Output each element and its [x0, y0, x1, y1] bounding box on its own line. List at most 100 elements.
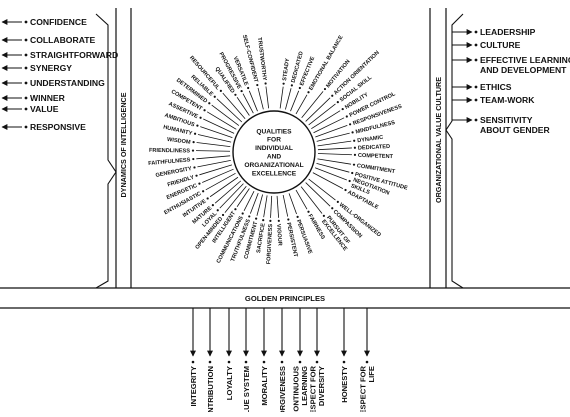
quality-persistent: PERSISTENT	[282, 194, 298, 258]
center-title-line: AND	[267, 154, 282, 161]
quality-label: STEADY	[282, 58, 291, 82]
quality-label-line: WISDOM	[167, 137, 192, 146]
principle-value-system: VALUE SYSTEM	[242, 308, 251, 417]
quality-dynamic: DYNAMIC	[317, 135, 384, 147]
left-item-label: STRAIGHTFORWARD	[30, 50, 118, 60]
quality-ray	[242, 93, 254, 114]
center-title-line: FOR	[267, 137, 281, 144]
principle-label: HONESTY	[340, 366, 349, 403]
quality-ray	[236, 97, 250, 116]
quality-label-line: FRIENDLINESS	[149, 148, 190, 155]
principle-label-line: MORALITY	[260, 366, 269, 406]
left-item-label: WINNER	[30, 93, 66, 103]
bullet-dot	[352, 163, 356, 166]
quality-ray	[224, 185, 247, 213]
quality-label: SACRIFICE	[256, 223, 267, 254]
bullet-dot	[331, 207, 334, 210]
quality-ray	[205, 172, 236, 191]
principle-label-line: LIFE	[367, 366, 376, 382]
quality-ambitious: AMBITIOUS	[164, 113, 233, 139]
principle-label-line: DIVERSITY	[317, 366, 326, 406]
bullet-dot	[203, 109, 206, 112]
center-title-line: QUALITIES	[256, 128, 292, 135]
bullet-dot	[191, 149, 195, 152]
principle-label-line: RESPECT FOR	[309, 365, 318, 412]
quality-ray	[300, 186, 323, 214]
quality-ray	[308, 178, 336, 201]
quality-ray	[316, 163, 350, 173]
quality-forgiveness: FORGIVENESS	[266, 195, 274, 264]
principle-label: LOYALTY	[225, 366, 234, 400]
principle-contribution: CONTRIBUTION	[206, 308, 215, 417]
right-item-label: EFFECTIVE LEARNING	[480, 55, 570, 65]
quality-ray	[256, 194, 263, 216]
bullet-dot	[216, 209, 219, 212]
quality-label: DEDICATED	[358, 144, 390, 152]
bullet-dot	[241, 212, 244, 215]
left-item-confidence: CONFIDENCE	[1, 17, 87, 27]
quality-ray	[263, 195, 268, 218]
diagram-frame	[0, 8, 570, 309]
quality-steady: STEADY	[279, 58, 291, 109]
left-item-label: COLLABORATE	[30, 35, 96, 45]
left-item-synergy: SYNERGY	[1, 63, 72, 73]
quality-label-line: DYNAMIC	[357, 135, 384, 145]
quality-ray	[317, 140, 352, 147]
bullet-dot	[256, 83, 259, 87]
left-item-collaborate: COLLABORATE	[1, 35, 96, 45]
quality-ray	[282, 194, 289, 217]
principle-integrity: INTEGRITY	[189, 308, 198, 407]
quality-ray	[313, 117, 345, 134]
center-title-line: ORGANIZATIONAL	[244, 162, 303, 169]
bullet-dot	[315, 360, 319, 364]
right-item-label: ABOUT GENDER	[480, 125, 551, 135]
left-item-value: VALUE	[1, 104, 59, 114]
quality-ray	[316, 132, 350, 142]
bullet-dot	[198, 182, 201, 185]
quality-friendliness: FRIENDLINESS	[149, 148, 231, 155]
bullet-dot	[474, 58, 478, 62]
quality-label: FAIRNESS	[307, 213, 326, 240]
bullet-dot	[262, 219, 265, 222]
quality-action-orientation: ACTION ORIENTATION	[305, 50, 381, 122]
bullet-dot	[219, 89, 222, 92]
bullet-dot	[213, 95, 216, 98]
quality-label-line: VIGOUR	[275, 224, 283, 246]
bullet-dot	[307, 210, 310, 213]
bullet-dot	[24, 96, 28, 100]
bullet-dot	[24, 20, 28, 24]
bullet-dot	[269, 219, 272, 223]
quality-ray	[197, 160, 231, 168]
right-item-label: AND DEVELOPMENT	[480, 65, 567, 75]
bullet-dot	[474, 85, 478, 89]
quality-ray	[196, 142, 231, 148]
bullet-dot	[344, 188, 347, 192]
quality-label-line: SACRIFICE	[256, 223, 267, 254]
quality-label-line: FAITHFULNESS	[148, 157, 191, 167]
quality-ray	[279, 86, 284, 109]
quality-ray	[222, 92, 246, 120]
quality-ray	[295, 189, 308, 210]
quality-label: WISDOM	[167, 137, 192, 146]
quality-ray	[308, 103, 336, 126]
quality-ray	[248, 90, 258, 112]
principle-label: RESPECT FORLIFE	[359, 365, 377, 412]
principle-label: CONTRIBUTION	[206, 366, 215, 412]
right-item-label: LEADERSHIP	[480, 27, 536, 37]
bullet-dot	[345, 115, 348, 118]
bullet-dot	[474, 118, 478, 122]
bullet-dot	[234, 93, 237, 96]
principle-label: CONTINUOUSLEARNING	[292, 366, 310, 412]
quality-label-line: STEADY	[282, 58, 291, 82]
quality-ray	[219, 183, 244, 209]
quality-label-line: DEDICATED	[358, 144, 390, 152]
principle-label-line: VALUE SYSTEM	[242, 366, 251, 412]
bullet-dot	[255, 217, 258, 220]
bullet-dot	[307, 91, 310, 94]
left-item-straightforward: STRAIGHTFORWARD	[1, 50, 118, 60]
quality-ray	[305, 182, 331, 207]
bullet-dot	[336, 200, 339, 203]
quality-label: COMPETENT	[358, 153, 394, 160]
